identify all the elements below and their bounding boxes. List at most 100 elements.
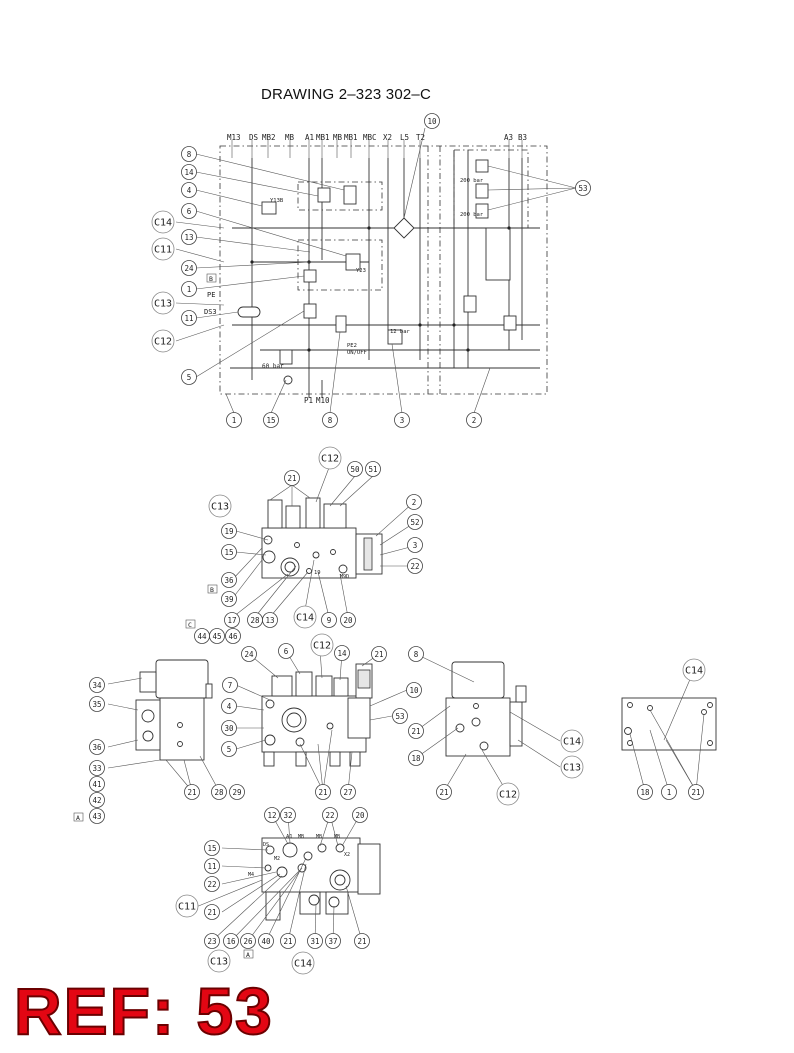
callout-circle bbox=[496, 782, 520, 806]
callout-number: 36 bbox=[92, 743, 102, 752]
callout-number: 28 bbox=[214, 788, 224, 797]
port-label: MB1 bbox=[316, 133, 330, 142]
callout-circle bbox=[181, 310, 197, 326]
callout-number: 8 bbox=[187, 150, 192, 159]
callout-circle bbox=[151, 329, 175, 353]
callout-number: 44 bbox=[197, 632, 207, 641]
callout-number: 5 bbox=[187, 373, 192, 382]
callout-number: 21 bbox=[283, 937, 292, 946]
callout-number: C14 bbox=[563, 737, 581, 748]
callout-balloon: 1 bbox=[226, 412, 242, 428]
port-label: MB bbox=[334, 834, 340, 840]
callout-number: C12 bbox=[154, 337, 172, 348]
callout-balloon: 6 bbox=[278, 643, 294, 659]
callout-circle bbox=[208, 494, 232, 518]
callout-circle bbox=[221, 572, 237, 588]
callout-circle bbox=[89, 696, 105, 712]
callout-number: 8 bbox=[328, 416, 333, 425]
callout-circle bbox=[354, 933, 370, 949]
block-view-right bbox=[415, 653, 561, 795]
callout-balloon: 34 bbox=[89, 677, 105, 693]
port-label: MB bbox=[333, 133, 343, 142]
callout-number: C11 bbox=[154, 245, 172, 256]
callout-number: 21 bbox=[207, 908, 216, 917]
callout-balloon: 4 bbox=[221, 698, 237, 714]
callout-number: 21 bbox=[318, 788, 327, 797]
callout-number: 24 bbox=[184, 264, 194, 273]
callout-circle bbox=[682, 658, 706, 682]
callout-circle bbox=[221, 720, 237, 736]
callout-number: 43 bbox=[92, 812, 101, 821]
callout-balloon: 11 bbox=[204, 858, 220, 874]
callout-balloon-c: C13 bbox=[151, 291, 175, 315]
callout-balloon: 21 bbox=[354, 933, 370, 949]
callout-balloon: 21 bbox=[436, 784, 452, 800]
callout-circle bbox=[181, 203, 197, 219]
callout-balloon: 8 bbox=[322, 412, 338, 428]
callout-number: 18 bbox=[640, 788, 650, 797]
callout-circle bbox=[207, 949, 231, 973]
callout-number: 3 bbox=[413, 541, 418, 550]
callout-balloon-c: C12 bbox=[151, 329, 175, 353]
callout-number: 34 bbox=[92, 681, 102, 690]
callout-number: 24 bbox=[244, 650, 254, 659]
callout-number: 21 bbox=[439, 788, 448, 797]
view-label: M9D bbox=[340, 574, 349, 580]
block-view-top: 19 M9D B C bbox=[185, 464, 415, 629]
port-label: MBC bbox=[363, 133, 377, 142]
callout-balloon: 21 bbox=[371, 646, 387, 662]
port-label: A1 bbox=[305, 133, 314, 142]
callout-circle bbox=[340, 612, 356, 628]
callout-number: 53 bbox=[578, 184, 587, 193]
callout-number: 21 bbox=[287, 474, 296, 483]
callout-number: C13 bbox=[211, 502, 229, 513]
drawing-title: DRAWING 2–323 302–C bbox=[261, 86, 431, 103]
callout-balloon: 24 bbox=[241, 646, 257, 662]
callout-circle bbox=[211, 784, 227, 800]
callout-circle bbox=[424, 113, 440, 129]
callout-balloon: 13 bbox=[262, 612, 278, 628]
callout-balloon: 3 bbox=[394, 412, 410, 428]
callout-number: C12 bbox=[321, 454, 339, 465]
callout-number: 9 bbox=[327, 616, 332, 625]
callout-number: 42 bbox=[92, 796, 101, 805]
callout-balloon: 6 bbox=[181, 203, 197, 219]
callout-circle bbox=[209, 628, 225, 644]
callout-balloon: 21 bbox=[184, 784, 200, 800]
callout-circle bbox=[408, 750, 424, 766]
callout-balloon: 10 bbox=[424, 113, 440, 129]
port-label: DS bbox=[263, 842, 269, 848]
component-label: Y23 bbox=[356, 268, 366, 274]
port-label: M13 bbox=[227, 133, 241, 142]
callout-number: 13 bbox=[184, 233, 193, 242]
callout-balloon: 43 bbox=[89, 808, 105, 824]
callout-balloon-c: C12 bbox=[310, 633, 334, 657]
component-label: PE bbox=[207, 291, 215, 299]
callout-number: 33 bbox=[92, 764, 101, 773]
callout-circle bbox=[334, 645, 350, 661]
callout-number: 5 bbox=[227, 745, 232, 754]
callout-number: 20 bbox=[355, 811, 365, 820]
callout-circle bbox=[347, 461, 363, 477]
callout-balloon: 14 bbox=[181, 164, 197, 180]
callout-number: 53 bbox=[395, 712, 404, 721]
callout-balloon: 21 bbox=[688, 784, 704, 800]
callout-balloon: 41 bbox=[89, 776, 105, 792]
callout-circle bbox=[221, 698, 237, 714]
callout-circle bbox=[262, 612, 278, 628]
callout-number: 21 bbox=[374, 650, 383, 659]
callout-number: 37 bbox=[328, 937, 337, 946]
callout-balloon-c: C14 bbox=[291, 951, 315, 975]
callout-number: 18 bbox=[411, 754, 421, 763]
callout-circle bbox=[224, 612, 240, 628]
callout-balloon-c: C13 bbox=[560, 755, 584, 779]
callout-circle bbox=[284, 470, 300, 486]
callout-number: 1 bbox=[232, 416, 237, 425]
callout-balloon: 15 bbox=[204, 840, 220, 856]
callout-circle bbox=[258, 933, 274, 949]
callout-circle bbox=[221, 544, 237, 560]
callout-circle bbox=[321, 612, 337, 628]
callout-circle bbox=[222, 677, 238, 693]
callout-circle bbox=[560, 755, 584, 779]
